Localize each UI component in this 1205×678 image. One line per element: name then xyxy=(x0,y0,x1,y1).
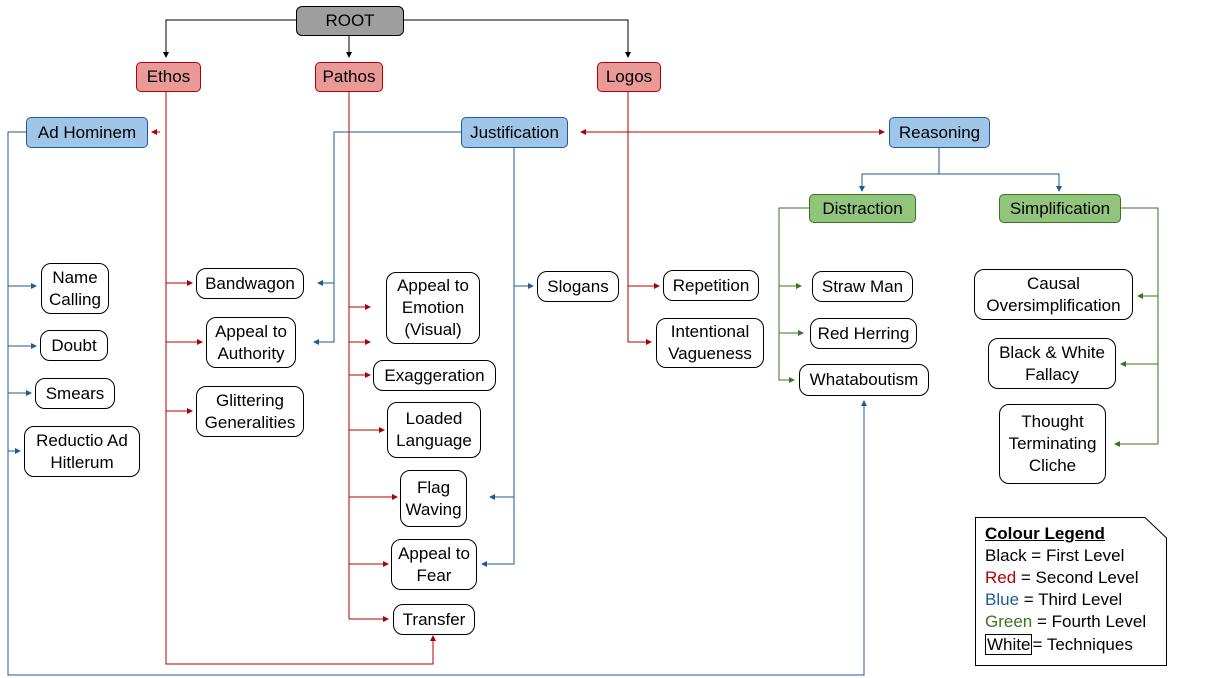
legend-frame xyxy=(975,517,1167,666)
legend-green-desc: = Fourth Level xyxy=(1032,612,1147,631)
technique-name-calling: Name Calling xyxy=(41,263,109,314)
technique-loaded-language: Loaded Language xyxy=(387,402,481,458)
legend-red-word: Red xyxy=(985,568,1017,587)
legend-red-desc: = Second Level xyxy=(1016,568,1139,587)
legend-blue-word: Blue xyxy=(985,590,1020,609)
legend-white-desc: = Techniques xyxy=(1032,635,1133,654)
technique-appeal-to-authority: Appeal to Authority xyxy=(206,317,296,368)
technique-causal-oversimplification: Causal Oversimplification xyxy=(974,269,1133,320)
reasoning-node: Reasoning xyxy=(889,117,990,148)
legend-black-desc: = First Level xyxy=(1026,546,1125,565)
technique-reductio-ad-hitlerum: Reductio Ad Hitlerum xyxy=(24,426,140,477)
justification-node: Justification xyxy=(461,117,568,148)
ethos-node: Ethos xyxy=(136,62,201,92)
technique-thought-terminating-cliche: Thought Terminating Cliche xyxy=(999,404,1106,484)
technique-appeal-to-fear: Appeal to Fear xyxy=(391,539,477,590)
distraction-node: Distraction xyxy=(809,194,916,223)
technique-intentional-vagueness: Intentional Vagueness xyxy=(656,318,764,368)
legend-row-fourth-level: Green = Fourth Level xyxy=(985,611,1146,633)
pathos-node: Pathos xyxy=(315,62,383,92)
root-node: ROOT xyxy=(296,6,404,36)
technique-smears: Smears xyxy=(35,378,115,409)
technique-glittering-generalities: Glittering Generalities xyxy=(196,386,304,437)
technique-straw-man: Straw Man xyxy=(812,271,913,302)
technique-flag-waving: Flag Waving xyxy=(400,470,467,527)
legend-row-techniques: White= Techniques xyxy=(985,634,1133,656)
technique-repetition: Repetition xyxy=(663,270,759,301)
technique-exaggeration: Exaggeration xyxy=(373,360,496,391)
technique-black-and-white-fallacy: Black & White Fallacy xyxy=(988,338,1116,389)
legend-row-second-level: Red = Second Level xyxy=(985,567,1139,589)
technique-transfer: Transfer xyxy=(393,604,475,635)
legend-title: Colour Legend xyxy=(985,524,1105,543)
legend-blue-desc: = Third Level xyxy=(1019,590,1123,609)
technique-red-herring: Red Herring xyxy=(810,318,917,349)
ad-hominem-node: Ad Hominem xyxy=(26,117,148,148)
legend-row-third-level: Blue = Third Level xyxy=(985,589,1122,611)
logos-node: Logos xyxy=(597,62,661,92)
legend-white-word: White xyxy=(985,634,1033,655)
technique-whataboutism: Whataboutism xyxy=(799,364,929,396)
simplification-node: Simplification xyxy=(999,194,1121,223)
technique-appeal-to-emotion-visual: Appeal to Emotion (Visual) xyxy=(386,272,480,344)
colour-legend: Colour Legend Black = First Level Red = … xyxy=(975,517,1167,666)
legend-green-word: Green xyxy=(985,612,1033,631)
technique-doubt: Doubt xyxy=(40,330,108,361)
legend-row-first-level: Black = First Level xyxy=(985,545,1124,567)
legend-black-word: Black xyxy=(985,546,1027,565)
technique-slogans: Slogans xyxy=(537,271,619,302)
technique-bandwagon: Bandwagon xyxy=(196,268,304,299)
